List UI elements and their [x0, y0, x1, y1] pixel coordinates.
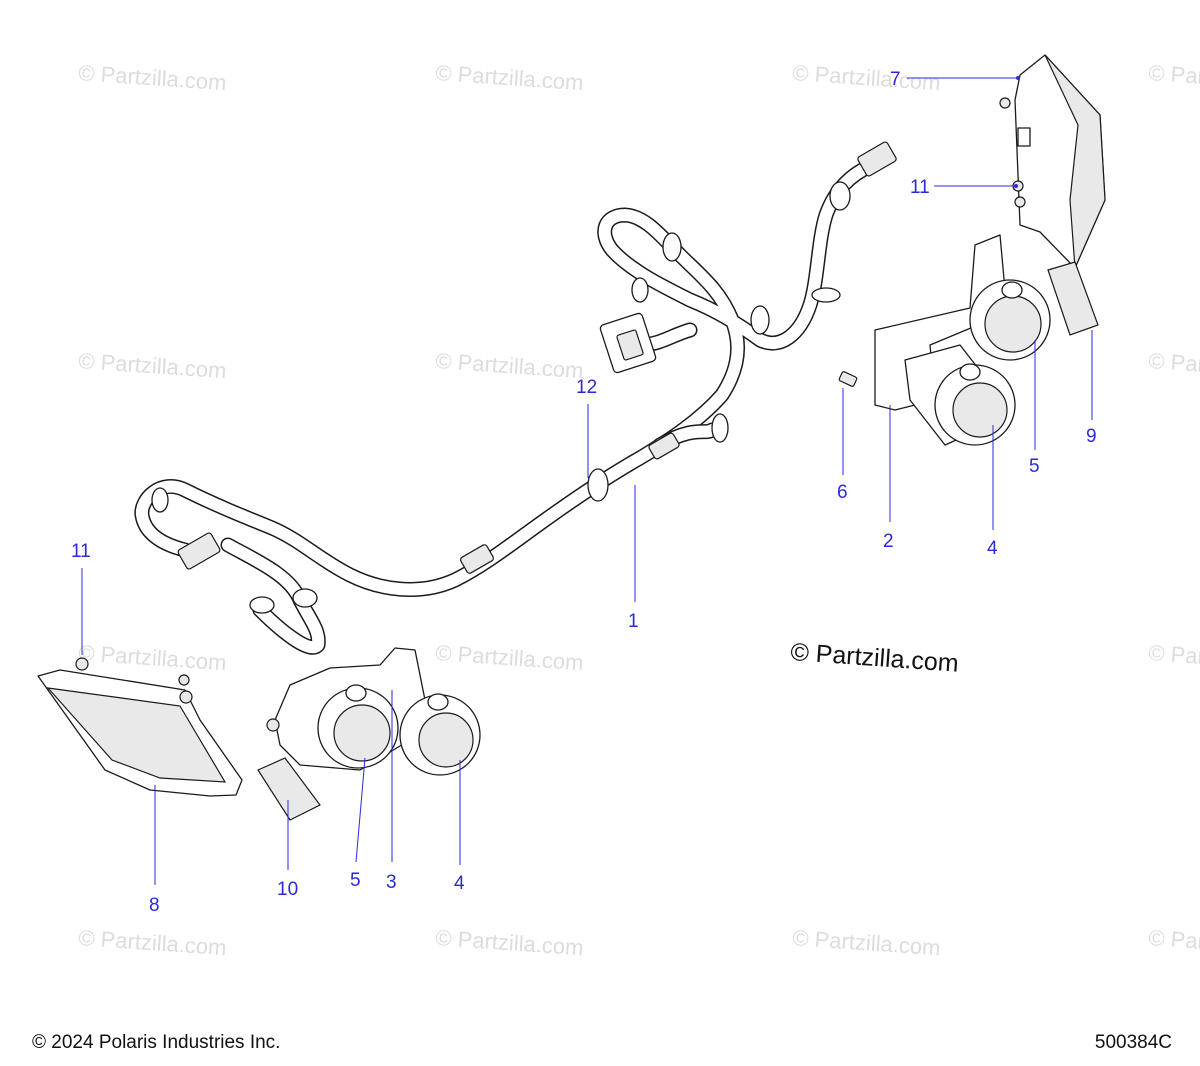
lamp-adjuster [959, 363, 981, 381]
fastener [266, 718, 280, 732]
copyright-text: © 2024 Polaris Industries Inc. [32, 1032, 281, 1053]
lamp-lens [952, 382, 1008, 438]
watermark: © Partzilla.com [1148, 640, 1200, 675]
watermark: © Partzilla.com [1148, 348, 1200, 383]
callout-6: 6 [837, 482, 848, 503]
harness-connector [857, 141, 897, 177]
fastener [1014, 196, 1026, 208]
watermark: © Partzilla.com [78, 925, 228, 960]
callouts: 1 2 3 4 4 5 5 6 7 8 9 10 11 11 12 [71, 69, 1097, 916]
right-twin-lamps [838, 234, 1051, 446]
cable-tie [662, 232, 682, 262]
callout-9: 9 [1086, 426, 1097, 447]
watermark: © Partzilla.com [78, 348, 228, 383]
cable-tie [829, 181, 851, 211]
leader-lines [81, 76, 1093, 885]
cable-tie [631, 277, 649, 303]
cable-tie [750, 305, 770, 335]
callout-5: 5 [1029, 456, 1040, 477]
lens-plate [257, 757, 321, 821]
callout-5: 5 [350, 870, 361, 891]
fastener [999, 97, 1011, 109]
bolt [838, 371, 858, 387]
watermark: © Partzilla.com [435, 348, 585, 383]
lamp-adjuster [427, 693, 449, 711]
watermark: © Partzilla.com [1148, 925, 1200, 960]
watermark-main: © Partzilla.com [790, 638, 960, 678]
callout-1: 1 [628, 611, 639, 632]
right-light-assembly [999, 54, 1106, 336]
cable-tie [711, 413, 729, 443]
lens-plate [1047, 261, 1099, 336]
leader-dot [1016, 76, 1020, 80]
lamp-adjuster [345, 684, 367, 702]
diagram-id: 500384C [1094, 1032, 1172, 1053]
harness-module-face [616, 329, 644, 361]
lamp-lens [984, 295, 1042, 353]
leader-line [355, 757, 366, 863]
callout-7: 7 [890, 69, 901, 90]
callout-8: 8 [149, 895, 160, 916]
cable-tie [249, 596, 275, 614]
left-light-assembly [37, 657, 321, 821]
callout-11: 11 [910, 177, 930, 198]
callout-11: 11 [71, 541, 91, 562]
lamp-adjuster [1001, 281, 1023, 299]
cable-tie [292, 588, 318, 608]
cable-tie [587, 468, 609, 502]
harness-connector [648, 432, 680, 460]
fastener [75, 657, 89, 671]
fastener [179, 690, 193, 704]
light-box-stud [1017, 127, 1031, 147]
watermark: © Partzilla.com [435, 640, 585, 675]
watermark: © Partzilla.com [78, 60, 228, 95]
watermark: © Partzilla.com [1148, 60, 1200, 95]
watermark: © Partzilla.com [792, 925, 942, 960]
cable-tie [811, 287, 841, 303]
left-twin-lamps [266, 647, 481, 776]
harness-connector [460, 544, 494, 574]
callout-4: 4 [454, 873, 465, 894]
watermark: © Partzilla.com [78, 640, 228, 675]
cable-tie [151, 487, 169, 513]
fastener [178, 674, 190, 686]
watermark: © Partzilla.com [435, 60, 585, 95]
wiring-harness [134, 141, 897, 655]
callout-12: 12 [576, 377, 597, 398]
callout-4: 4 [987, 538, 998, 559]
watermark: © Partzilla.com [435, 925, 585, 960]
callout-2: 2 [883, 531, 894, 552]
harness-connector [177, 532, 221, 570]
lamp-lens [333, 704, 391, 762]
leader-dot [1014, 184, 1018, 188]
lamp-lens [418, 712, 474, 768]
callout-10: 10 [277, 879, 298, 900]
callout-3: 3 [386, 872, 397, 893]
